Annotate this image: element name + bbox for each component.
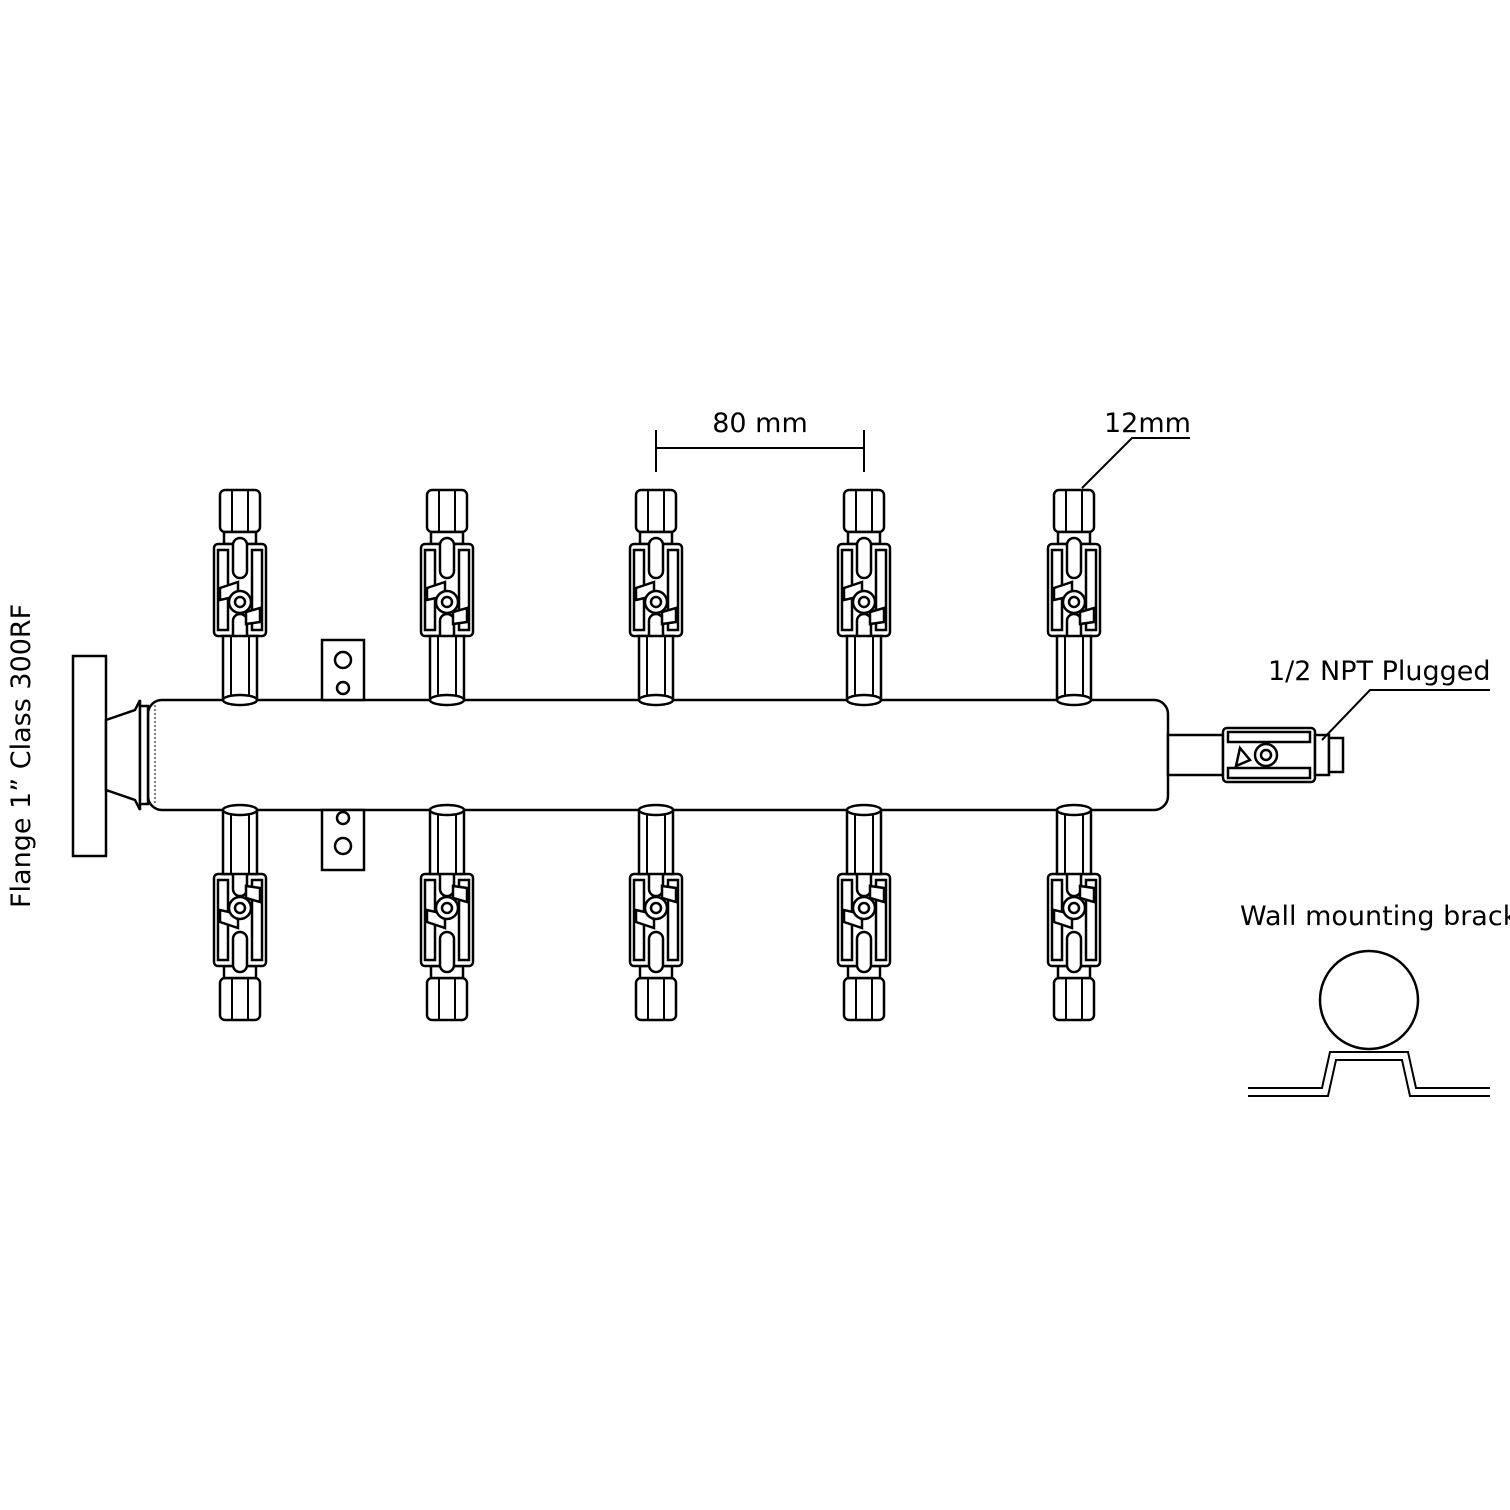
- bracket-label: Wall mounting bracket: [1240, 901, 1510, 932]
- valve-top-1: [212, 488, 268, 707]
- tube-size-label: 12mm: [1104, 408, 1191, 439]
- wall-bracket-detail: Wall mounting bracket: [1240, 901, 1510, 1097]
- valve-top-3: [628, 488, 684, 707]
- bracket-plate-top: [320, 638, 366, 702]
- valve-top-4: [836, 488, 892, 707]
- valve-bottom-2: [419, 803, 475, 1022]
- tube-size-callout: 12mm: [1081, 408, 1191, 489]
- valve-top-2: [419, 488, 475, 707]
- inlet-flange: [71, 654, 150, 858]
- valve-bottom-5: [1046, 803, 1102, 1022]
- spacing-label: 80 mm: [712, 408, 808, 439]
- dimension-80mm: 80 mm: [655, 408, 865, 472]
- flange-label: Flange 1” Class 300RF: [6, 604, 37, 908]
- plug-callout: 1/2 NPT Plugged: [1268, 656, 1491, 741]
- plug-label: 1/2 NPT Plugged: [1268, 656, 1491, 687]
- valve-bottom-4: [836, 803, 892, 1022]
- bracket-plate-bottom: [320, 808, 366, 872]
- end-plug-valve: [1166, 726, 1345, 784]
- valve-top-5: [1046, 488, 1102, 707]
- manifold-header: [146, 698, 1170, 812]
- valve-bottom-1: [212, 803, 268, 1022]
- valve-bottom-3: [628, 803, 684, 1022]
